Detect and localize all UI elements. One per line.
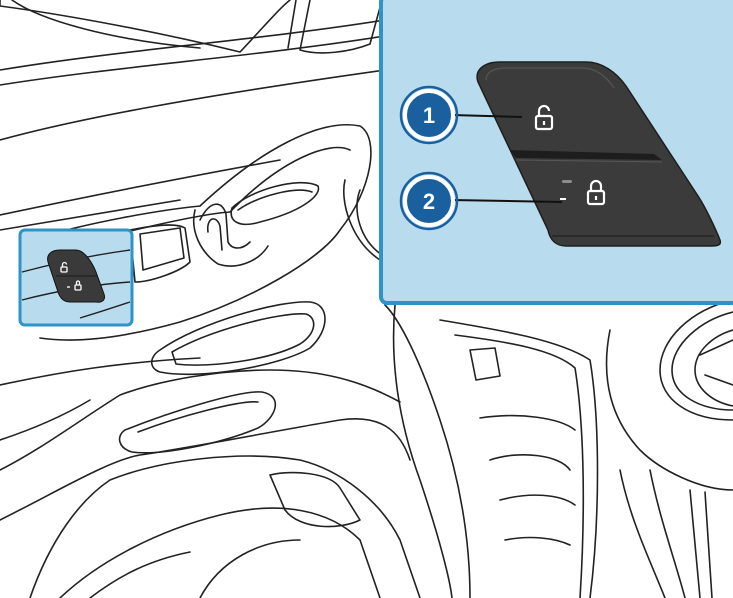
padlock-closed-icon (586, 179, 606, 206)
callout-1-number: 1 (423, 103, 435, 128)
lock-switch (476, 61, 722, 247)
callout-1-leader (451, 114, 523, 118)
callout-2-leader (451, 199, 563, 203)
padlock-open-icon (534, 104, 554, 131)
callout-2-number: 2 (423, 189, 435, 214)
indicator-light (562, 180, 572, 183)
small-unlock-icon (60, 261, 68, 273)
switch-location-highlight (18, 228, 134, 327)
small-lock-icon (67, 280, 82, 291)
inset-detail-panel: 1 2 (379, 0, 733, 305)
callout-1: 1 (399, 85, 459, 145)
callout-2: 2 (399, 171, 459, 231)
